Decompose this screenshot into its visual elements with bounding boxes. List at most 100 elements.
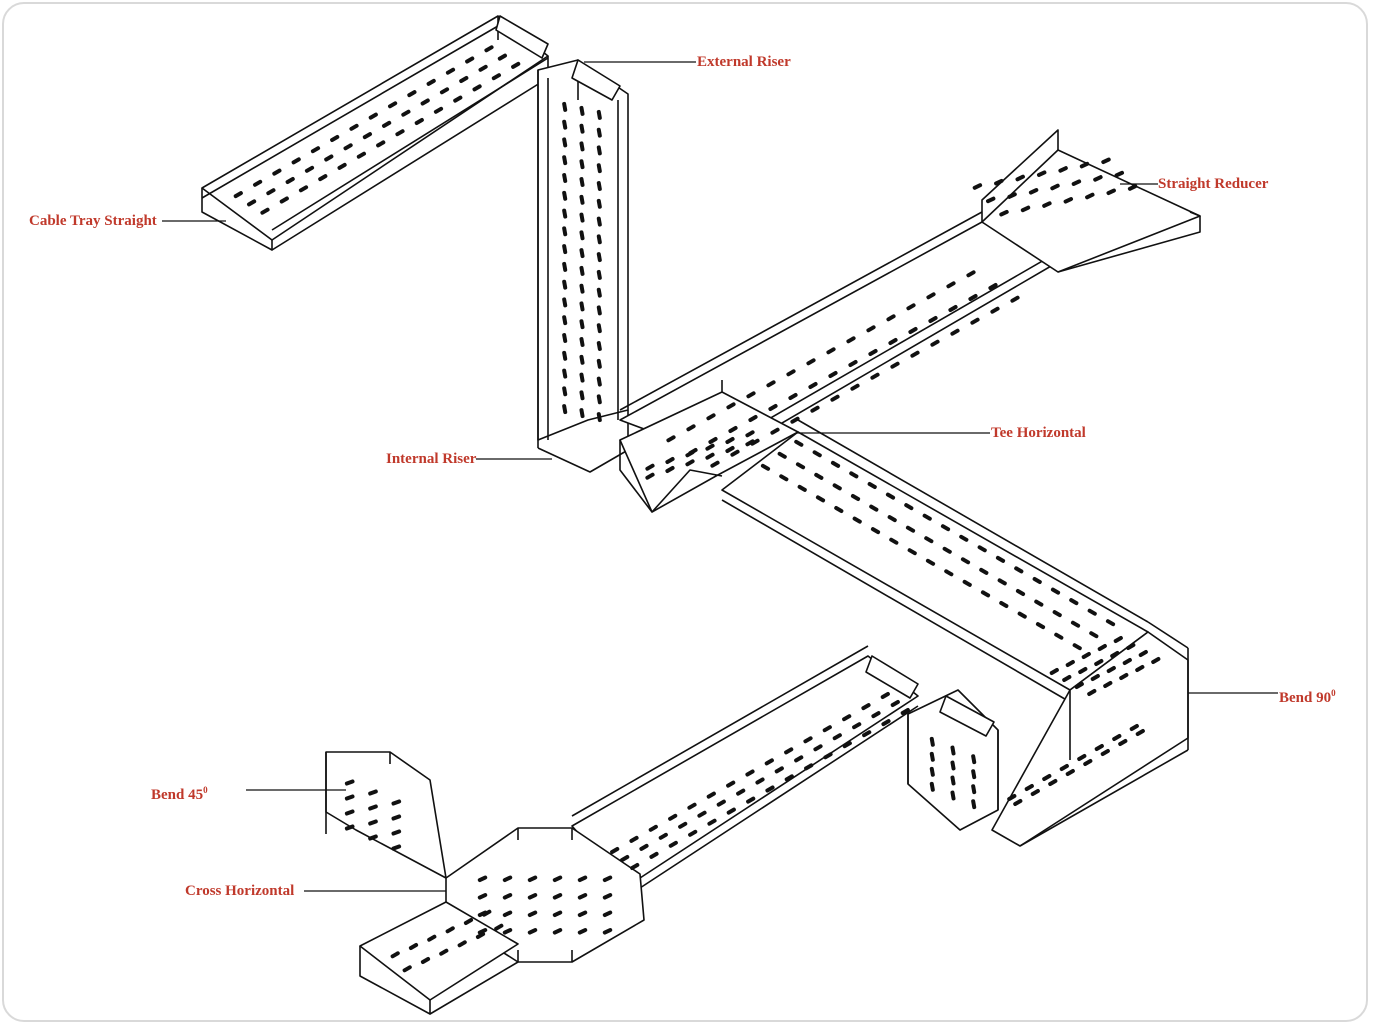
perforation-slot bbox=[852, 722, 862, 730]
perforation-slot bbox=[950, 760, 956, 771]
perforation-slot bbox=[810, 405, 820, 413]
perforation-slot bbox=[826, 347, 836, 355]
perforation-slot bbox=[1048, 779, 1058, 786]
perforation-slot bbox=[579, 248, 585, 259]
perforation-slot bbox=[668, 840, 678, 848]
perforation-slot bbox=[552, 875, 563, 883]
perforation-slot bbox=[453, 95, 463, 103]
perforation-slot bbox=[746, 796, 756, 804]
perforation-slot bbox=[1032, 577, 1042, 584]
perforation-slot bbox=[562, 386, 568, 397]
perforation-slot bbox=[1126, 643, 1136, 650]
perforation-slot bbox=[887, 515, 897, 523]
perforation-slot bbox=[459, 76, 469, 83]
perforation-slot bbox=[1010, 295, 1020, 303]
perforation-slot bbox=[999, 601, 1009, 608]
perforation-slot bbox=[579, 408, 585, 419]
perforation-slot bbox=[995, 555, 1006, 563]
perforation-slot bbox=[579, 390, 585, 401]
diagonal-straight-piece bbox=[721, 419, 1149, 703]
perforation-slot bbox=[527, 910, 538, 918]
perforation-slot bbox=[706, 413, 716, 421]
perforation-slot bbox=[1050, 587, 1061, 595]
perforation-slot bbox=[708, 437, 718, 444]
perforation-slot bbox=[579, 283, 585, 294]
perforation-slot bbox=[1112, 734, 1122, 741]
perforation-slot bbox=[904, 503, 914, 511]
perforation-slots bbox=[233, 45, 1161, 973]
perforation-slot bbox=[814, 472, 824, 480]
perforation-slot bbox=[1105, 619, 1116, 627]
perforation-slot bbox=[908, 327, 918, 334]
perforation-slot bbox=[477, 875, 488, 883]
perforation-slot bbox=[966, 270, 976, 278]
perforation-slot bbox=[834, 506, 844, 513]
perforation-slot bbox=[707, 818, 717, 826]
perforation-slot bbox=[950, 790, 956, 801]
perforation-slot bbox=[502, 910, 513, 918]
perforation-slot bbox=[602, 910, 613, 918]
perforation-slot bbox=[1065, 660, 1075, 667]
perforation-slot bbox=[889, 537, 899, 545]
perforation-slot bbox=[1100, 749, 1110, 756]
perforation-slot bbox=[596, 181, 602, 191]
perforation-slot bbox=[1071, 179, 1082, 186]
perforation-slot bbox=[602, 893, 613, 900]
perforation-slot bbox=[362, 132, 372, 140]
perforation-slot bbox=[285, 177, 295, 184]
perforation-slot bbox=[942, 546, 952, 554]
perforation-slot bbox=[994, 178, 1004, 186]
perforation-slot bbox=[822, 725, 832, 733]
perforation-slot bbox=[649, 851, 659, 859]
perforation-slot bbox=[562, 333, 568, 343]
perforation-slot bbox=[861, 703, 871, 711]
perforation-slot bbox=[1052, 610, 1062, 618]
perforation-slot bbox=[391, 829, 402, 836]
perforation-slot bbox=[803, 736, 813, 744]
perforation-slot bbox=[552, 893, 563, 900]
perforation-slot bbox=[870, 527, 881, 535]
perforation-slot bbox=[768, 404, 778, 411]
perforation-slot bbox=[596, 145, 602, 156]
perforation-slot bbox=[465, 56, 475, 64]
perforation-slot bbox=[402, 965, 412, 973]
perforation-slot bbox=[848, 360, 858, 367]
perforation-slot bbox=[596, 198, 602, 209]
perforation-slot bbox=[760, 463, 771, 471]
perforation-slot bbox=[491, 73, 501, 81]
perforation-slot bbox=[304, 165, 315, 173]
small-riser-piece bbox=[907, 689, 999, 831]
perforation-slot bbox=[922, 513, 932, 521]
perforation-slot bbox=[579, 123, 585, 134]
perforation-slot bbox=[1094, 659, 1104, 666]
perforation-slot bbox=[685, 450, 695, 458]
perforation-slot bbox=[797, 484, 807, 492]
perforation-slot bbox=[1020, 205, 1031, 213]
perforation-slot bbox=[1028, 188, 1039, 195]
perforation-slot bbox=[475, 932, 486, 939]
perforation-slot bbox=[420, 957, 431, 964]
perforation-slot bbox=[972, 183, 983, 190]
perforation-slot bbox=[705, 452, 715, 460]
perforation-slot bbox=[665, 466, 675, 473]
perforation-slot bbox=[774, 766, 784, 774]
perforation-slot bbox=[579, 354, 585, 365]
perforation-slot bbox=[407, 90, 417, 98]
straight-reducer-piece bbox=[981, 129, 1201, 273]
perforation-slot bbox=[401, 109, 411, 117]
perforation-slot bbox=[390, 951, 400, 959]
perforation-slot bbox=[706, 791, 716, 799]
perforation-slot bbox=[502, 928, 513, 935]
perforation-slot bbox=[755, 777, 765, 785]
perforation-slot bbox=[527, 893, 538, 900]
perforation-slot bbox=[790, 416, 800, 424]
perforation-slot bbox=[886, 314, 896, 322]
perforation-slot bbox=[1062, 675, 1072, 682]
perforation-slot bbox=[577, 928, 588, 935]
perforation-slot bbox=[832, 733, 842, 741]
perforation-slot bbox=[705, 443, 715, 451]
perforation-slot bbox=[368, 112, 378, 120]
perforation-slot bbox=[579, 337, 585, 347]
perforation-slot bbox=[804, 763, 814, 771]
